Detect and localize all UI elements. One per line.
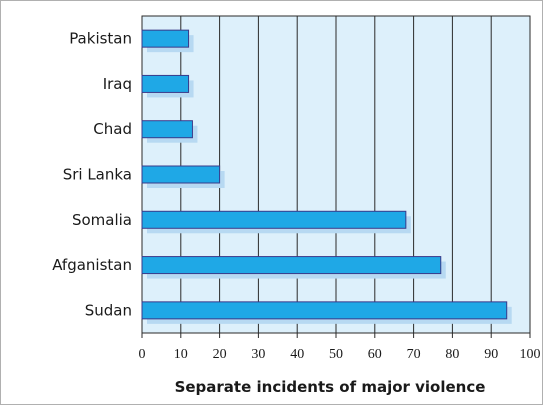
category-label-chad: Chad bbox=[93, 120, 132, 138]
bar-afganistan bbox=[141, 256, 442, 275]
category-label-sudan: Sudan bbox=[85, 301, 132, 319]
bar-sri-lanka bbox=[141, 165, 221, 184]
x-axis-title: Separate incidents of major violence bbox=[175, 378, 486, 396]
x-tick-label-70: 70 bbox=[407, 347, 421, 362]
bars bbox=[141, 29, 512, 324]
x-tick-label-0: 0 bbox=[139, 347, 146, 362]
category-label-sri-lanka: Sri Lanka bbox=[63, 166, 132, 184]
bar-iraq bbox=[141, 74, 190, 93]
category-label-afganistan: Afganistan bbox=[52, 256, 132, 274]
x-tick-label-20: 20 bbox=[213, 347, 227, 362]
bar-sudan bbox=[141, 301, 508, 320]
x-tick-label-80: 80 bbox=[445, 347, 459, 362]
x-tick-label-40: 40 bbox=[290, 347, 304, 362]
x-tick-label-100: 100 bbox=[520, 347, 541, 362]
category-label-pakistan: Pakistan bbox=[69, 30, 132, 48]
bar-chad bbox=[141, 120, 193, 139]
x-tick-label-30: 30 bbox=[251, 347, 265, 362]
x-tick-labels: 0 10 20 30 40 50 60 70 80 90 100 bbox=[139, 347, 541, 362]
category-label-somalia: Somalia bbox=[72, 211, 132, 229]
x-tick-label-50: 50 bbox=[329, 347, 343, 362]
bar-pakistan bbox=[141, 29, 190, 48]
x-tick-label-10: 10 bbox=[174, 347, 188, 362]
bar-somalia bbox=[141, 210, 407, 229]
x-tick-label-90: 90 bbox=[484, 347, 498, 362]
x-tick-label-60: 60 bbox=[368, 347, 382, 362]
category-label-iraq: Iraq bbox=[103, 75, 132, 93]
